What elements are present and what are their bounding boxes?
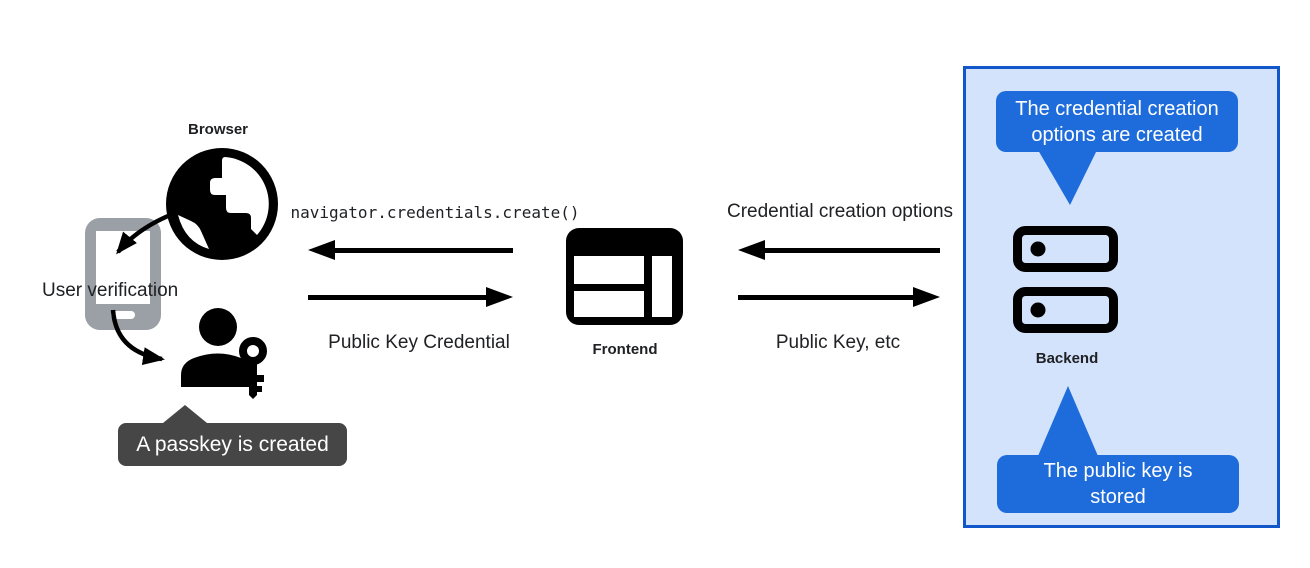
arrow-shaft [738,294,913,300]
credential-creation-options-label: Credential creation options [726,201,954,222]
smartphone-icon [85,218,161,330]
passkey-created-tooltip: A passkey is created [118,423,347,466]
arrow-browser-to-frontend [308,287,513,307]
arrowhead-left-icon [308,240,335,260]
credentials-create-call-label: navigator.credentials.create() [290,203,580,222]
user-verification-label: User verification [42,280,179,301]
verification-flow-arrows [110,213,169,366]
credential-options-bubble: The credential creation options are crea… [996,91,1238,152]
arrow-frontend-to-browser [308,240,513,260]
arrow-shaft [335,247,513,253]
bubble-tail-down [1038,150,1097,205]
arrow-frontend-to-backend [738,287,940,307]
arrowhead-right-icon [913,287,940,307]
arrow-shaft [308,294,486,300]
bubble-line: The credential creation [1015,97,1219,120]
arrowhead-right-icon [486,287,513,307]
bubble-line: The public key is [1043,460,1193,482]
tooltip-pointer-up [163,405,207,423]
browser-window-icon [566,228,683,325]
bubble-line: options are created [1031,123,1203,146]
browser-label: Browser [187,121,249,138]
arrow-backend-to-frontend [738,240,940,260]
passkey-created-text: A passkey is created [136,432,329,456]
public-key-stored-bubble: The public key is stored [997,455,1239,513]
public-key-credential-label: Public Key Credential [328,332,510,353]
bubble-tail-up [1038,386,1098,456]
person-with-key-icon [181,308,267,399]
server-stack-icon [1013,226,1118,333]
bubble-line: stored [1090,486,1146,508]
arrowhead-left-icon [738,240,765,260]
frontend-label: Frontend [592,341,658,358]
public-key-etc-label: Public Key, etc [775,332,901,353]
backend-label: Backend [1035,350,1099,367]
globe-icon [166,148,278,260]
arrow-shaft [765,247,940,253]
